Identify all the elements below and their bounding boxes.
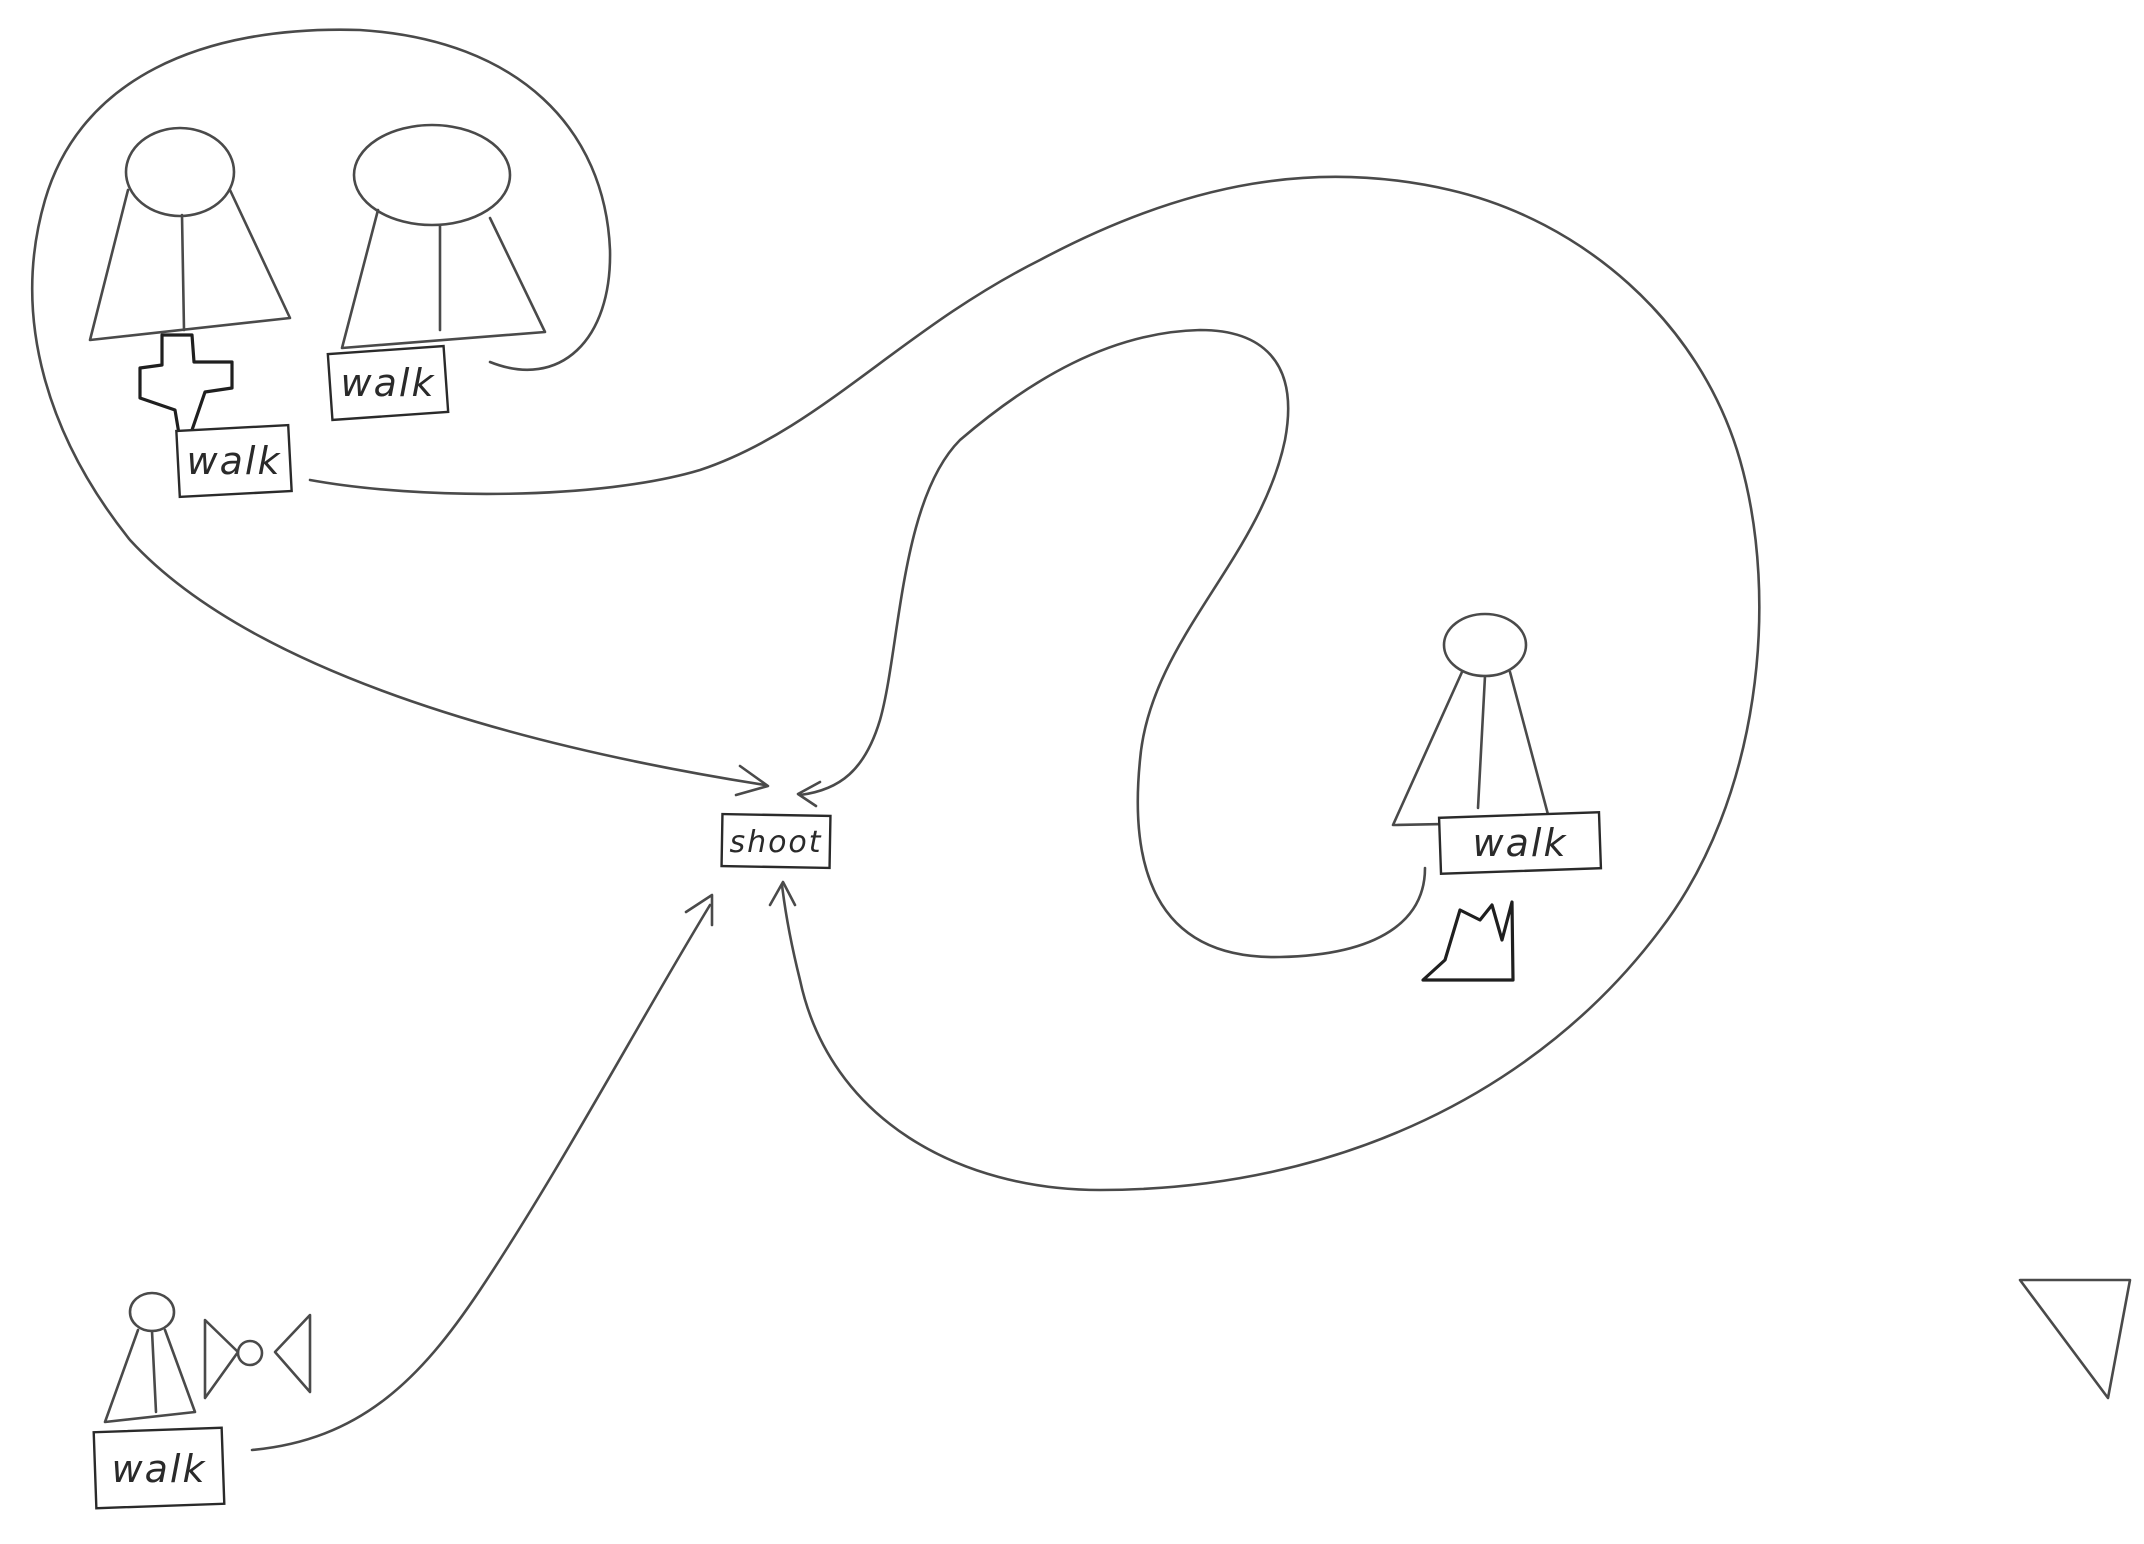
figure-right — [1391, 612, 1552, 827]
bottom-left-arrowhead — [684, 893, 714, 927]
walk-node-right: walk — [1437, 810, 1603, 876]
walk-label-bottom-left: walk — [112, 1447, 207, 1491]
walk-node-bottom-left: walk — [92, 1426, 226, 1510]
cross-icon — [138, 333, 234, 442]
bowtie-icon — [203, 1313, 312, 1400]
top-left-loop-edge — [308, 175, 1761, 1192]
figure-top-left-a — [88, 126, 292, 342]
walk-node-top-left-b: walk — [326, 344, 450, 422]
right-figure-edge — [798, 328, 1427, 959]
group-arrowhead — [734, 764, 770, 797]
walk-node-top-left-a: walk — [175, 423, 293, 499]
walk-label-top-left-b: walk — [341, 361, 436, 405]
loop-arrowhead-bottom — [768, 880, 797, 907]
group-enclosure-edge — [30, 28, 767, 787]
walk-label-right: walk — [1473, 821, 1568, 865]
bottom-left-edge — [250, 903, 712, 1452]
shoe-icon — [1421, 900, 1515, 982]
figure-bottom-left — [103, 1291, 197, 1424]
shoot-node: shoot — [720, 812, 832, 870]
figure-top-left-b — [340, 123, 547, 350]
triangle-icon — [2018, 1278, 2132, 1400]
right-figure-arrowhead — [796, 780, 822, 808]
shoot-label: shoot — [729, 825, 822, 860]
walk-label-top-left-a: walk — [187, 439, 282, 483]
